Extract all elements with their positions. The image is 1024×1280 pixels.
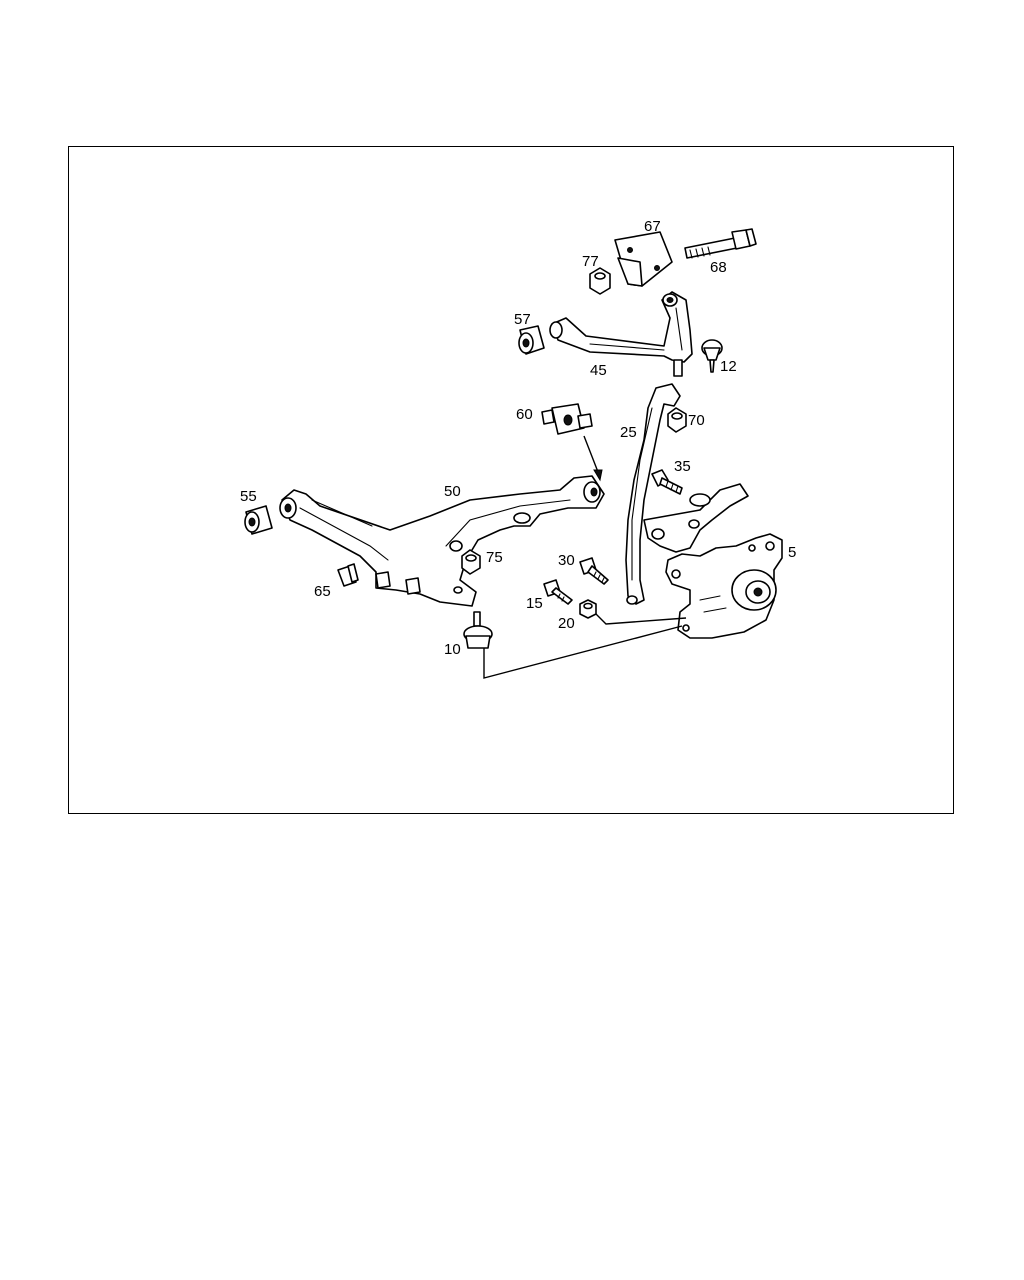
callout-57: 57 <box>514 311 531 328</box>
part-60-bushing <box>541 403 593 435</box>
assembly-arrow <box>583 435 603 482</box>
part-35-bolt <box>651 469 683 495</box>
part-10-ball-joint <box>463 611 493 649</box>
callout-50: 50 <box>444 483 461 500</box>
callout-12: 12 <box>720 358 737 375</box>
callout-67: 67 <box>644 218 661 235</box>
part-70-nut <box>667 407 687 433</box>
callout-75: 75 <box>486 549 503 566</box>
part-20-nut <box>579 599 597 619</box>
part-57-bushing <box>518 325 545 355</box>
diagram-frame <box>68 146 954 814</box>
callout-20: 20 <box>558 615 575 632</box>
callout-5: 5 <box>788 544 796 561</box>
callout-45: 45 <box>590 362 607 379</box>
callout-55: 55 <box>240 488 257 505</box>
part-45-upper-arm <box>549 291 693 377</box>
callout-70: 70 <box>688 412 705 429</box>
callout-60: 60 <box>516 406 533 423</box>
part-77-nut <box>589 267 611 295</box>
part-75-nut <box>461 549 481 575</box>
callout-30: 30 <box>558 552 575 569</box>
callout-65: 65 <box>314 583 331 600</box>
part-55-bushing <box>244 505 273 535</box>
callout-77: 77 <box>582 253 599 270</box>
callout-labels: 5 10 12 15 20 25 30 35 45 50 55 57 60 65… <box>240 218 796 658</box>
part-67-bracket <box>614 231 673 287</box>
callout-35: 35 <box>674 458 691 475</box>
callout-15: 15 <box>526 595 543 612</box>
part-15-bolt <box>543 579 573 605</box>
callout-25: 25 <box>620 424 637 441</box>
part-30-bolt <box>579 557 609 585</box>
callout-68: 68 <box>710 259 727 276</box>
part-5-hub-carrier <box>665 533 783 639</box>
leader-lines <box>483 613 687 679</box>
part-50-lower-arm <box>279 475 605 607</box>
part-65-clip <box>337 563 359 587</box>
part-12-ball-joint <box>701 339 723 373</box>
callout-10: 10 <box>444 641 461 658</box>
part-25-knuckle <box>625 383 749 605</box>
part-68-bolt <box>684 228 757 259</box>
